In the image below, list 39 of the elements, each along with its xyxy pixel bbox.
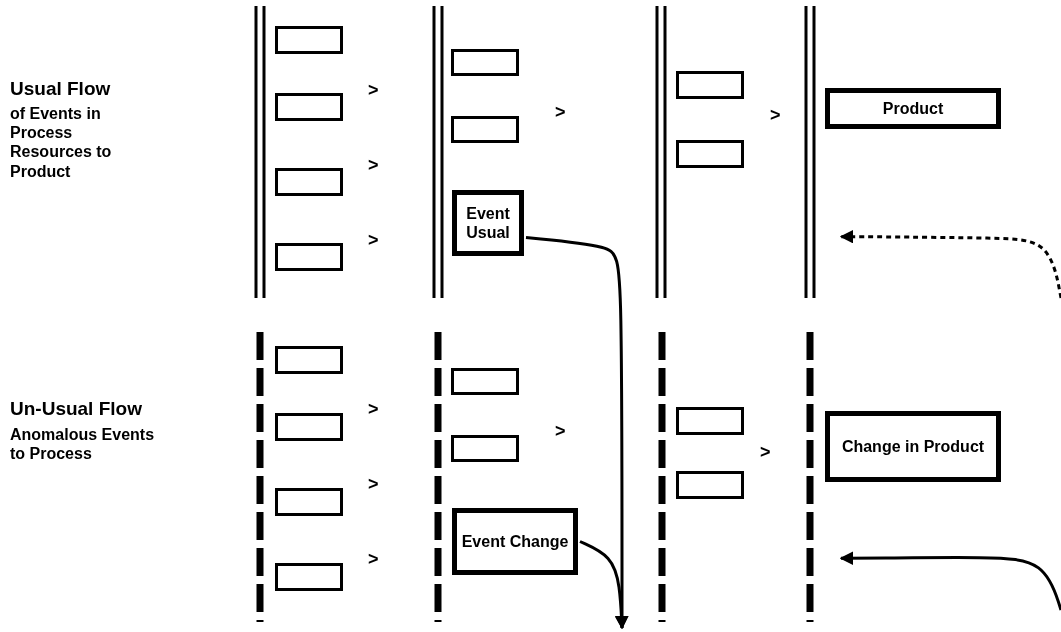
empty-box bbox=[451, 116, 519, 143]
empty-box bbox=[275, 93, 343, 121]
row-label: Usual Flow bbox=[10, 78, 111, 101]
chevron-symbol: > bbox=[770, 105, 781, 127]
empty-box bbox=[275, 488, 343, 516]
lane-line bbox=[803, 6, 817, 298]
event-box: Change in Product bbox=[825, 411, 1001, 482]
chevron-symbol: > bbox=[368, 399, 379, 421]
empty-box bbox=[676, 71, 744, 99]
chevron-symbol: > bbox=[368, 80, 379, 102]
empty-box bbox=[451, 368, 519, 395]
row-label: of Events in Process Resources to Product bbox=[10, 104, 113, 181]
chevron-symbol: > bbox=[760, 442, 771, 464]
arrow bbox=[579, 540, 629, 630]
chevron-symbol: > bbox=[368, 549, 379, 571]
empty-box bbox=[451, 435, 519, 462]
chevron-symbol: > bbox=[368, 474, 379, 496]
arrow bbox=[839, 229, 1061, 299]
empty-box bbox=[275, 563, 343, 591]
empty-box bbox=[275, 243, 343, 271]
arrow bbox=[839, 551, 1061, 611]
row-label: Anomalous Events to Process bbox=[10, 425, 156, 464]
event-box: Product bbox=[825, 88, 1001, 129]
chevron-symbol: > bbox=[555, 421, 566, 443]
empty-box bbox=[676, 471, 744, 499]
empty-box bbox=[676, 407, 744, 435]
chevron-symbol: > bbox=[368, 155, 379, 177]
empty-box bbox=[676, 140, 744, 168]
event-box: Event Usual bbox=[452, 190, 524, 256]
arrow bbox=[525, 236, 629, 630]
row-label: Un-Usual Flow bbox=[10, 398, 142, 421]
chevron-symbol: > bbox=[555, 102, 566, 124]
empty-box bbox=[275, 168, 343, 196]
chevron-symbol: > bbox=[368, 230, 379, 252]
empty-box bbox=[275, 346, 343, 374]
empty-box bbox=[451, 49, 519, 76]
event-box: Event Change bbox=[452, 508, 578, 575]
empty-box bbox=[275, 26, 343, 54]
empty-box bbox=[275, 413, 343, 441]
